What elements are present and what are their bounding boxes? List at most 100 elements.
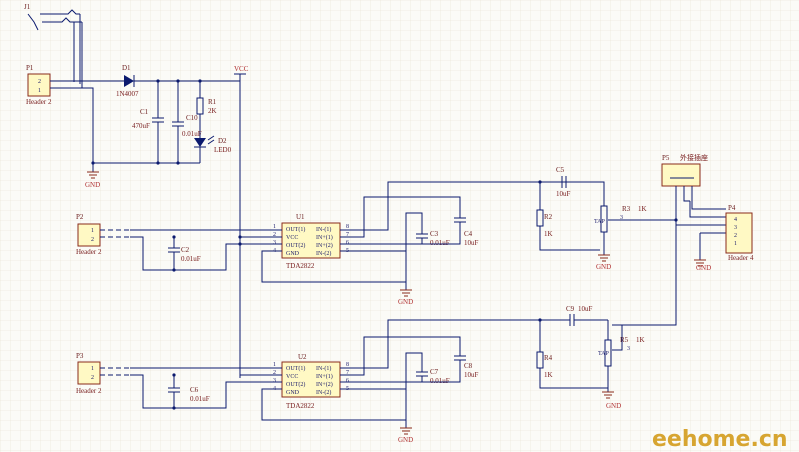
- p2-ref: P2: [76, 213, 84, 221]
- ic-u2: U2 OUT(1) VCC OUT(2) GND IN-(1) IN+(1) I…: [270, 353, 352, 410]
- u2-l3: OUT(2): [286, 381, 305, 388]
- p3-name: Header 2: [76, 387, 102, 395]
- u2-body: [281, 361, 341, 398]
- r5-pin: 3: [627, 346, 630, 352]
- watermark: eehome.cn: [652, 427, 788, 452]
- u2-part: TDA2822: [286, 402, 315, 410]
- u1-n3: 3: [273, 240, 276, 246]
- u1-r2: IN+(1): [316, 234, 333, 241]
- c3-value: 0.01uF: [430, 239, 450, 247]
- gnd-label-2: GND: [398, 298, 413, 306]
- c4-ref: C4: [464, 230, 473, 238]
- connector-p5: P5 外接插座: [661, 153, 726, 220]
- c8-ref: C8: [464, 362, 473, 370]
- c6-ref: C6: [190, 386, 199, 394]
- p1-name: Header 2: [26, 98, 52, 106]
- p3-body: [77, 361, 101, 385]
- u2-l2: VCC: [286, 374, 298, 380]
- u1-part: TDA2822: [286, 262, 315, 270]
- capacitor-c10: C10: [172, 81, 198, 163]
- c8-value: 10uF: [464, 371, 479, 379]
- p4-ref: P4: [728, 204, 736, 212]
- c1-ref: C1: [140, 108, 149, 116]
- u1-r1: IN-(1): [316, 226, 331, 233]
- d2-value: LED0: [214, 146, 232, 154]
- r4-ref: R4: [544, 354, 553, 362]
- ground-symbol-3: GND: [596, 254, 611, 271]
- gnd-label-6: GND: [606, 402, 621, 410]
- j1-ref: J1: [24, 3, 31, 11]
- u2-n2: 2: [273, 370, 276, 376]
- potentiometer-r5: R5 1K 3 TAP: [598, 320, 645, 392]
- connector-p3: P3 1 2 Header 2: [76, 352, 102, 395]
- p1-body: [27, 73, 51, 97]
- c7-value: 0.01uF: [430, 377, 450, 385]
- connector-p2: P2 1 2 Header 2: [76, 213, 102, 256]
- u1-l2: VCC: [286, 235, 298, 241]
- u2-r1: IN-(1): [316, 365, 331, 372]
- p1-ref: P1: [26, 64, 34, 72]
- c9-value: 10uF: [578, 305, 593, 313]
- p2-pin-a: 1: [91, 228, 94, 234]
- u1-l3: OUT(2): [286, 242, 305, 249]
- resistor-r1: R1 2K: [196, 81, 217, 138]
- connector-p4: P4 4 3 2 1 Header 4: [725, 204, 754, 262]
- r3-ref: R3: [622, 205, 631, 213]
- ground-symbol-1: GND: [85, 163, 100, 189]
- p5-name: 外接插座: [680, 153, 708, 162]
- gnd-label-1: GND: [85, 181, 100, 189]
- u1-n6: 6: [346, 240, 349, 246]
- u2-r3: IN+(2): [316, 381, 333, 388]
- p5-ref: P5: [662, 154, 670, 162]
- u1-n2: 2: [273, 232, 276, 238]
- r5-tap: TAP: [598, 351, 610, 357]
- r1-value: 2K: [208, 107, 217, 115]
- ground-symbol-5: GND: [398, 427, 413, 444]
- c10-value: 0.01uF: [182, 130, 202, 138]
- r5-ref: R5: [620, 336, 629, 344]
- p2-body: [77, 223, 101, 247]
- p4-pin-4: 4: [734, 217, 737, 223]
- u2-n7: 7: [346, 370, 349, 376]
- p4-body: [725, 212, 753, 254]
- u2-ref: U2: [298, 353, 307, 361]
- u1-ref: U1: [296, 213, 305, 221]
- r2-value: 1K: [544, 230, 553, 238]
- r3-tap: TAP: [594, 219, 606, 225]
- p4-pin-1: 1: [734, 241, 737, 247]
- c9-ref: C9: [566, 305, 575, 313]
- c5-value: 10uF: [556, 190, 571, 198]
- ground-symbol-2: GND: [398, 289, 413, 306]
- p2-name: Header 2: [76, 248, 102, 256]
- d1-value: 1N4007: [116, 90, 139, 98]
- capacitor-c5: C5 10uF: [556, 166, 571, 198]
- c5-ref: C5: [556, 166, 565, 174]
- u1-r3: IN+(2): [316, 242, 333, 249]
- r2-ref: R2: [544, 213, 553, 221]
- potentiometer-r3: R3 1K 3 TAP: [594, 181, 676, 255]
- gnd-label-4: GND: [696, 264, 711, 272]
- u2-n3: 3: [273, 378, 276, 384]
- c3-ref: C3: [430, 230, 439, 238]
- u1-l1: OUT(1): [286, 226, 305, 233]
- gnd-label-3: GND: [596, 263, 611, 271]
- power-jack-j1: J1: [24, 3, 83, 88]
- r3-pin: 3: [620, 215, 623, 221]
- p1-pin-a: 2: [38, 79, 41, 85]
- c2-ref: C2: [181, 246, 190, 254]
- p2-pin-b: 2: [91, 237, 94, 243]
- p4-pin-3: 3: [734, 225, 737, 231]
- u1-n1: 1: [273, 224, 276, 230]
- u1-l4: GND: [286, 251, 300, 257]
- vcc-label: VCC: [234, 65, 249, 73]
- ic-u1: U1 OUT(1) VCC OUT(2) GND IN-(1) IN+(1) I…: [270, 213, 352, 270]
- c7-ref: C7: [430, 368, 439, 376]
- u2-n8: 8: [346, 362, 349, 368]
- gnd-label-5: GND: [398, 436, 413, 444]
- r5-value: 1K: [636, 336, 645, 344]
- u2-l4: GND: [286, 390, 300, 396]
- p1-pin-b: 1: [38, 88, 41, 94]
- p4-name: Header 4: [728, 254, 754, 262]
